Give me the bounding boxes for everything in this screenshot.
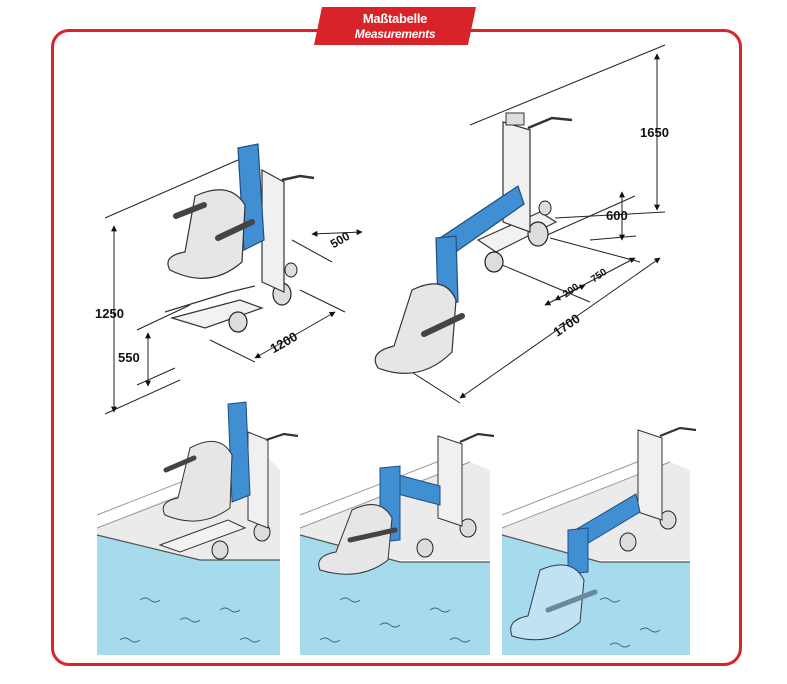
label-base-length: 1200	[268, 329, 301, 356]
pool-step-2	[299, 432, 495, 655]
label-height-overall: 1250	[95, 306, 124, 321]
lift-extended-view	[374, 44, 666, 404]
base-width-line	[311, 229, 363, 237]
lift-lowered-view	[104, 143, 363, 415]
title-badge: Maßtabelle Measurements	[314, 7, 476, 45]
pool-step-3	[501, 426, 697, 655]
badge-subtitle: Measurements	[354, 27, 436, 41]
base-length-line	[254, 311, 336, 359]
label-lift-height: 600	[606, 208, 628, 223]
label-seat-height: 550	[118, 350, 140, 365]
pool-step-1	[96, 401, 299, 655]
reach-a-line	[544, 284, 586, 306]
label-reach-b: 750	[589, 266, 609, 285]
badge-title: Maßtabelle	[362, 11, 428, 26]
label-height-max: 1650	[640, 125, 669, 140]
badge-shape	[314, 7, 476, 45]
